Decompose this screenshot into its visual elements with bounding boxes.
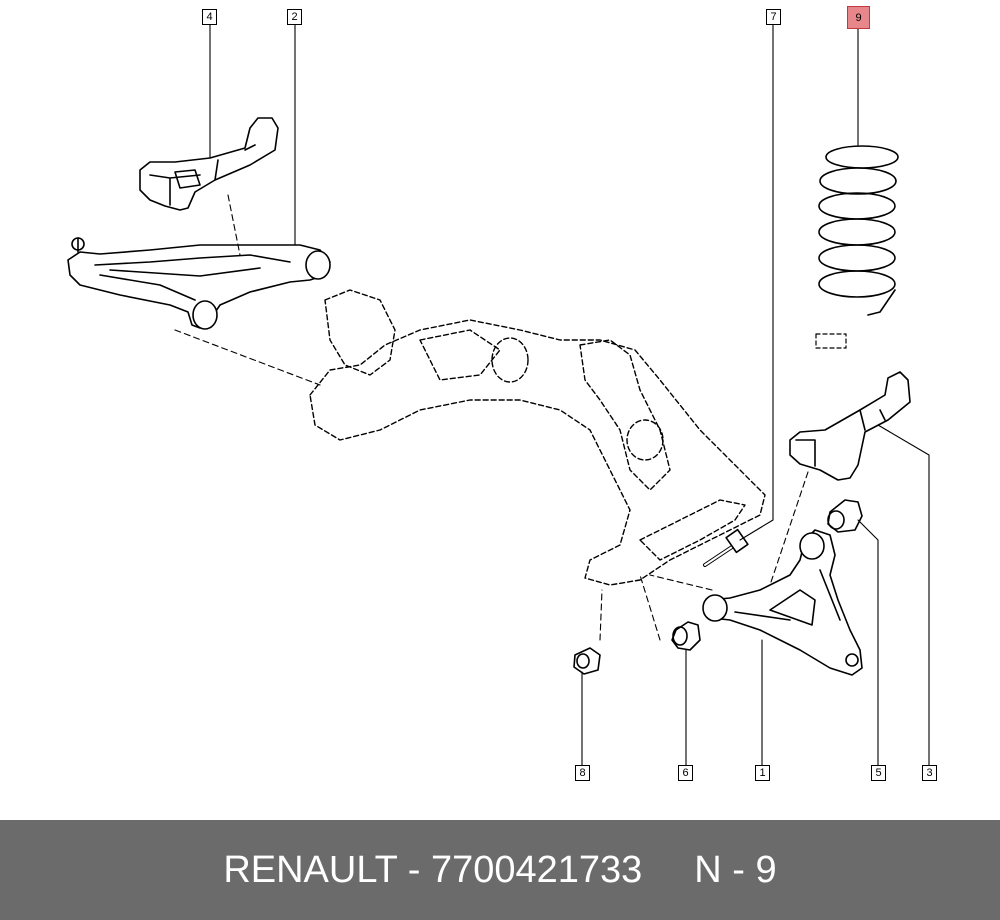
callout-3: 3: [922, 765, 937, 781]
callout-4: 4: [202, 9, 217, 25]
leader-lines: [209, 24, 930, 768]
callout-8: 8: [575, 765, 590, 781]
part-number-footer: RENAULT - 7700421733 N - 9: [0, 820, 1000, 920]
callout-1: 1: [755, 765, 770, 781]
bolt-part-7: [703, 528, 749, 567]
bracket-part-4: [139, 117, 279, 211]
bracket-part-3: [789, 371, 911, 481]
callout-9-highlighted: 9: [847, 6, 870, 29]
subframe: [309, 289, 766, 586]
reference-number: N - 9: [694, 848, 777, 891]
callout-7: 7: [766, 9, 781, 25]
suspension-exploded-diagram: [67, 24, 930, 768]
assembly-lines: [174, 194, 809, 641]
callout-6: 6: [678, 765, 693, 781]
callout-2: 2: [287, 9, 302, 25]
brand-part-number: RENAULT - 7700421733: [223, 848, 643, 891]
callout-5: 5: [871, 765, 886, 781]
bush-part-5: [827, 499, 863, 533]
control-arm-part-2: [67, 237, 331, 330]
coil-spring-part-9: [815, 145, 899, 349]
bush-part-6: [671, 621, 701, 651]
control-arm-part-1: [702, 529, 863, 676]
nut-part-8: [573, 647, 601, 675]
